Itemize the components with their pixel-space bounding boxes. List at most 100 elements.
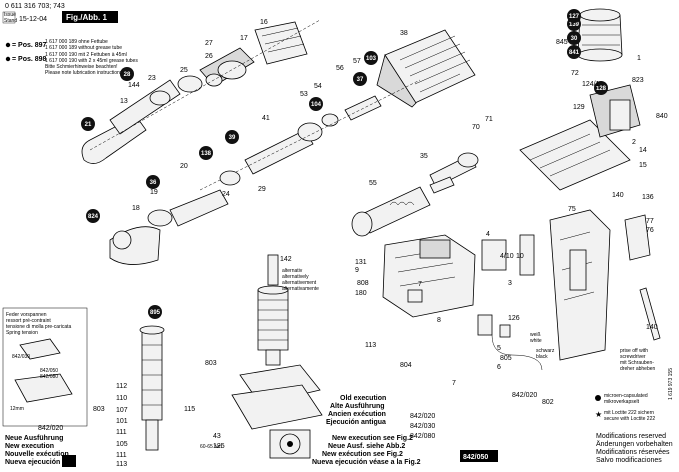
inset-detail: Feder vorspannen ressort pré-contraint t…: [2, 307, 88, 432]
part-callout: 131: [355, 259, 367, 266]
new-exec-2: Neue Ausf. siehe Abb.2: [328, 443, 405, 450]
part-callout: 9: [355, 267, 359, 274]
part-callout: 113: [365, 342, 376, 349]
part-badge: 36: [146, 175, 160, 189]
wire-weiss: weiß: [530, 332, 541, 338]
prise-2: screwdriver: [620, 354, 646, 360]
part-callout: 20: [180, 163, 188, 170]
part-callout: 7: [452, 380, 456, 387]
part-callout: 140: [612, 192, 624, 199]
inset-label-080: 842/080: [40, 374, 58, 380]
part-callout: 13: [120, 98, 128, 105]
part-callout: 124/1: [582, 81, 600, 88]
part-callout: 107: [116, 407, 128, 414]
sleeve-assembly: [351, 176, 455, 237]
legend-loctite-1: mit Loctite 222 sichern: [604, 410, 654, 416]
footer-left: Neue Ausführung New execution Nouvelle e…: [5, 435, 76, 467]
armature-alt-note: alternativ alternatively alternativement…: [200, 268, 319, 450]
part-callout: 105: [116, 441, 128, 448]
part-badge: 127: [567, 9, 581, 23]
part-callout: 101: [116, 418, 128, 425]
figure-title: Fig./Abb. 1: [66, 13, 107, 22]
part-callout: 804: [400, 362, 412, 369]
part-callout: 26: [205, 53, 213, 60]
part-badge: 21: [81, 117, 95, 131]
part-callout: 29: [258, 186, 266, 193]
part-callout: 808: [357, 280, 369, 287]
part-badge-label: 36: [150, 180, 157, 186]
part-callout: 70: [472, 124, 480, 131]
part-callout: 4/10: [500, 253, 514, 260]
pos-898-label: = Pos. 898: [12, 56, 47, 63]
armature-assembly: [231, 254, 323, 459]
part-badge: 841: [567, 45, 581, 59]
torque-mark: 60-65 Nm: [200, 444, 222, 450]
part-callout: 129: [573, 104, 585, 111]
wire-labels: weiß white schwarz black: [530, 332, 555, 360]
part-callout: 803: [93, 406, 105, 413]
part-badge-label: 39: [229, 135, 236, 141]
inset-label-030: 842/030: [12, 354, 30, 360]
part-callout: 53: [300, 91, 308, 98]
part-callout: 17: [240, 35, 248, 42]
part-badge-label: 30: [571, 36, 578, 42]
part-callout: 3: [508, 280, 512, 287]
part-badge: 39: [225, 130, 239, 144]
part-badge: 895: [148, 305, 162, 319]
wire-black: black: [536, 354, 548, 360]
part-callout: 111: [116, 429, 127, 436]
old-exec-4: Ejecución antigua: [326, 419, 386, 426]
legend-micro-2: mikroverkapselt: [604, 399, 640, 405]
alt-1: alternativ: [282, 268, 303, 274]
mods-1: Modifications reserved: [596, 433, 666, 440]
part-badge-label: 104: [311, 102, 322, 108]
part-badge-label: 841: [569, 50, 580, 56]
cylinder-housing: [376, 29, 476, 108]
part-callout: 5: [497, 345, 501, 352]
footer-left-4: Nueva ejecución: [5, 459, 60, 466]
part-callout: 41: [262, 115, 270, 122]
pos-898-line-3: Bitte Schmierhinweise beachten!: [45, 64, 118, 70]
part-callout: 6: [497, 364, 501, 371]
part-callout: 111: [116, 452, 127, 459]
part-callout: 55: [369, 180, 377, 187]
part-callout: 2: [632, 139, 636, 146]
part-callout: 802: [542, 399, 554, 406]
pos-898-line-2: 1 617 000 190 with 2 x 45ml grease tubes: [45, 58, 138, 64]
part-callout: 15: [639, 162, 647, 169]
hammer-housing: [519, 8, 641, 191]
part-callout: 144: [128, 82, 140, 89]
mods-3: Modifications réservées: [596, 449, 670, 456]
part-callout: 75: [568, 206, 576, 213]
part-callout: 136: [642, 194, 654, 201]
part-badge: 824: [86, 209, 100, 223]
part-callout: 19: [150, 189, 158, 196]
part-callout: 24: [222, 191, 230, 198]
issue-label-1: Issue: [4, 12, 16, 18]
part-badge-label: 103: [366, 56, 377, 62]
part-callout: 72: [571, 70, 579, 77]
footer-left-2: New execution: [5, 443, 54, 450]
part-badge-label: 28: [124, 72, 131, 78]
wire-white: white: [530, 338, 542, 344]
part-callout: 140: [646, 324, 658, 331]
footer-left-3: Nouvelle exécution: [5, 451, 69, 458]
part-callout: 803: [205, 360, 217, 367]
part-callout: 27: [205, 40, 213, 47]
part-callout: 110: [116, 395, 127, 402]
part-callout: 25: [180, 67, 188, 74]
part-callout: 56: [336, 65, 344, 72]
prise-1: prise off with: [620, 348, 648, 354]
loctite-star-icon: ★: [595, 410, 602, 419]
pos-897-line-1: 1 617 000 189 ohne Fettube: [45, 39, 108, 45]
part-callout: 823: [632, 77, 644, 84]
header-block: 0 611 316 703; 743 Issue Stand 15-12-04 …: [2, 3, 138, 76]
part-callout: 7: [418, 281, 422, 288]
part-badge-label: 21: [85, 122, 92, 128]
part-badge: 30: [567, 31, 581, 45]
part-callout: 8: [437, 317, 441, 324]
part-callout: 76: [646, 227, 654, 234]
part-badge: 28: [120, 67, 134, 81]
